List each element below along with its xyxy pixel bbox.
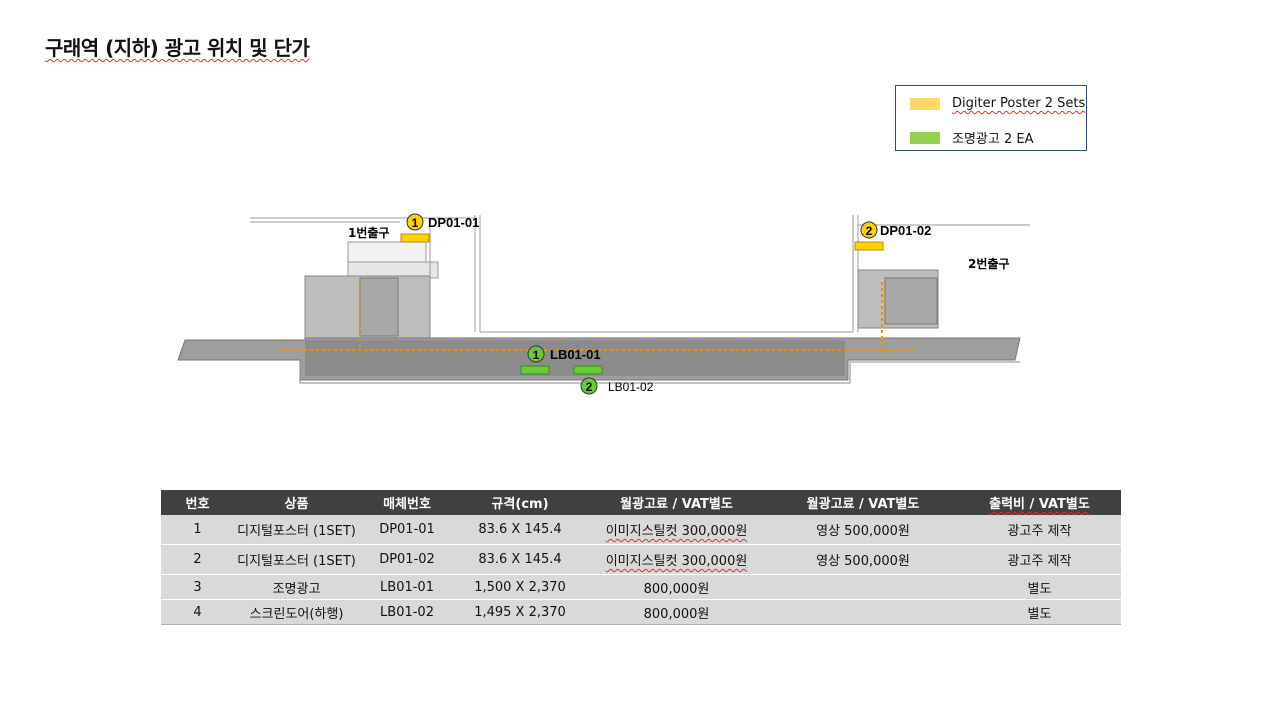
legend-swatch-green [910,131,940,144]
marker-number: 1 [533,348,540,362]
cell-fee-image: 이미지스틸컷 300,000원 [585,544,768,575]
page-title-text: 구래역 (지하) 광고 위치 및 단가 [45,36,310,60]
marker-lb01-01: 1 LB01-01 [527,345,601,363]
exit2-escalator [884,277,938,325]
cell-size: 83.6 X 145.4 [455,544,585,575]
legend-item-lightbox: 조명광고 2 EA [910,128,1033,147]
price-table-container: 번호 상품 매체번호 규격(cm) 월광고료 / VAT별도 월광고료 / VA… [161,490,1121,625]
header-monthly-fee-video: 월광고료 / VAT별도 [768,490,958,515]
legend-swatch-yellow [910,97,940,110]
marker-code: DP01-02 [880,223,931,238]
ad-slot-lb01-02[interactable] [573,365,603,375]
cell-size: 1,500 X 2,370 [455,574,585,600]
marker-dp01-01: 1 DP01-01 [406,213,479,231]
marker-code: DP01-01 [428,215,479,230]
cell-fee-video [768,599,958,625]
marker-lb01-02: 2 LB01-02 [580,377,654,395]
cell-media-code: DP01-02 [359,544,455,575]
cell-media-code: LB01-02 [359,599,455,625]
cell-fee-image: 800,000원 [585,574,768,600]
header-product: 상품 [234,490,359,515]
cell-number: 2 [161,544,234,575]
cell-product: 스크린도어(하행) [234,599,359,625]
cell-number: 1 [161,515,234,545]
header-print-fee: 출력비 / VAT별도 [958,490,1121,515]
ad-slot-dp01-01[interactable] [400,233,430,243]
price-table: 번호 상품 매체번호 규격(cm) 월광고료 / VAT별도 월광고료 / VA… [161,490,1121,625]
cell-size: 83.6 X 145.4 [455,515,585,545]
table-row: 2 디지털포스터 (1SET) DP01-02 83.6 X 145.4 이미지… [161,544,1121,575]
cell-print: 광고주 제작 [958,515,1121,545]
cell-print: 광고주 제작 [958,544,1121,575]
marker-number: 2 [586,380,593,394]
cell-product: 디지털포스터 (1SET) [234,515,359,545]
exit2-label: 2번출구 [968,256,1009,271]
cell-print: 별도 [958,574,1121,600]
legend-label: 조명광고 2 EA [952,132,1034,147]
table-row: 4 스크린도어(하행) LB01-02 1,495 X 2,370 800,00… [161,599,1121,625]
header-number: 번호 [161,490,234,515]
marker-code: LB01-01 [550,347,601,362]
cell-media-code: DP01-01 [359,515,455,545]
legend-item-digital-poster: Digiter Poster 2 Sets [910,96,1085,111]
cell-number: 3 [161,574,234,600]
legend-label: Digiter Poster 2 Sets [952,96,1086,111]
exit1-escalator [359,277,399,337]
cell-print: 별도 [958,599,1121,625]
header-monthly-fee-image: 월광고료 / VAT별도 [585,490,768,515]
cell-fee-image: 이미지스틸컷 300,000원 [585,515,768,545]
ad-slot-lb01-01[interactable] [520,365,550,375]
marker-number: 2 [866,224,873,238]
marker-number: 1 [412,216,419,230]
cell-fee-video [768,574,958,600]
exit1-label: 1번출구 [348,225,389,240]
table-row: 3 조명광고 LB01-01 1,500 X 2,370 800,000원 별도 [161,574,1121,600]
station-floor-plan: 1 DP01-01 2 DP01-02 1 LB01-01 2 LB01-02 … [177,213,1030,395]
outline [299,360,1020,384]
cell-media-code: LB01-01 [359,574,455,600]
table-row: 1 디지털포스터 (1SET) DP01-01 83.6 X 145.4 이미지… [161,515,1121,545]
table-header-row: 번호 상품 매체번호 규격(cm) 월광고료 / VAT별도 월광고료 / VA… [161,490,1121,515]
cell-fee-video: 영상 500,000원 [768,544,958,575]
marker-dp01-02: 2 DP01-02 [860,221,931,239]
cell-product: 디지털포스터 (1SET) [234,544,359,575]
marker-code: LB01-02 [608,380,654,394]
cell-number: 4 [161,599,234,625]
ad-slot-dp01-02[interactable] [854,241,884,251]
header-media-code: 매체번호 [359,490,455,515]
cell-fee-image: 800,000원 [585,599,768,625]
header-size: 규격(cm) [455,490,585,515]
legend-box: Digiter Poster 2 Sets 조명광고 2 EA [895,85,1087,151]
cell-product: 조명광고 [234,574,359,600]
cell-size: 1,495 X 2,370 [455,599,585,625]
cell-fee-video: 영상 500,000원 [768,515,958,545]
page-title: 구래역 (지하) 광고 위치 및 단가 [45,32,310,61]
